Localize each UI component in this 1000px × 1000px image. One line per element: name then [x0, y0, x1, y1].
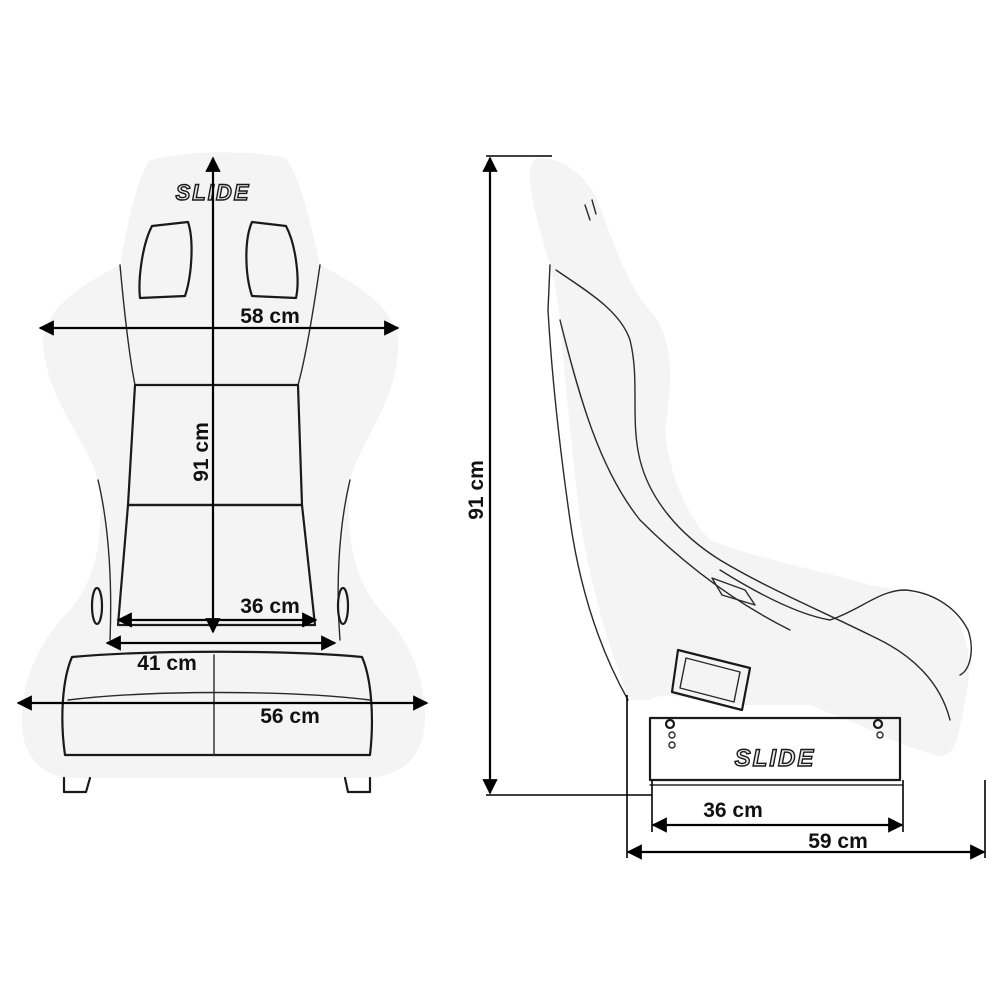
- side-backrest-outline: [530, 158, 969, 756]
- dim-58-label: 58 cm: [240, 305, 300, 328]
- front-seat-cushion: [61, 650, 373, 757]
- bracket-bolt-2: [668, 731, 676, 739]
- right-foot: [343, 776, 372, 794]
- dim-36-side-label: 36 cm: [703, 799, 763, 822]
- side-logo: SLIDE: [735, 745, 816, 772]
- side-backrest-inner: [555, 269, 951, 721]
- front-left-bolster: [97, 264, 136, 641]
- side-mount-bracket: [648, 716, 902, 782]
- dim-91-side-label: 91 cm: [465, 460, 488, 520]
- left-side-hole: [90, 586, 104, 626]
- side-dimensions: 91 cm 36 cm 59 cm: [465, 155, 986, 860]
- side-seat-cushion: [719, 569, 972, 676]
- side-belt-tab: [711, 577, 756, 606]
- front-shell-outline: [21, 152, 425, 778]
- front-view-seat: SLIDE: [21, 152, 425, 794]
- front-dimensions: 58 cm 91 cm 36 cm 41 cm 56 cm: [16, 156, 429, 728]
- front-right-bolster: [297, 264, 351, 641]
- side-view-seat: SLIDE: [530, 158, 972, 786]
- left-harness-slot: [138, 220, 193, 300]
- side-top-logo-mark: [584, 199, 597, 221]
- right-side-hole: [336, 586, 350, 626]
- bracket-bolt-5: [876, 731, 884, 739]
- dim-91-front-label: 91 cm: [190, 422, 213, 482]
- dim-41-label: 41 cm: [137, 652, 197, 675]
- right-harness-slot: [245, 220, 299, 300]
- left-foot: [62, 776, 92, 794]
- side-handle-hole: [670, 648, 752, 712]
- dim-56-label: 56 cm: [260, 705, 320, 728]
- dim-59-label: 59 cm: [808, 830, 868, 853]
- bracket-bolt-3: [668, 741, 676, 749]
- bracket-bolt-1: [664, 718, 676, 730]
- side-backrest-inner-2: [559, 319, 791, 631]
- bracket-bolt-4: [872, 718, 884, 730]
- dim-36-front-label: 36 cm: [240, 595, 300, 618]
- side-rear-edge: [547, 264, 629, 701]
- side-handle-hole-inner: [679, 657, 741, 703]
